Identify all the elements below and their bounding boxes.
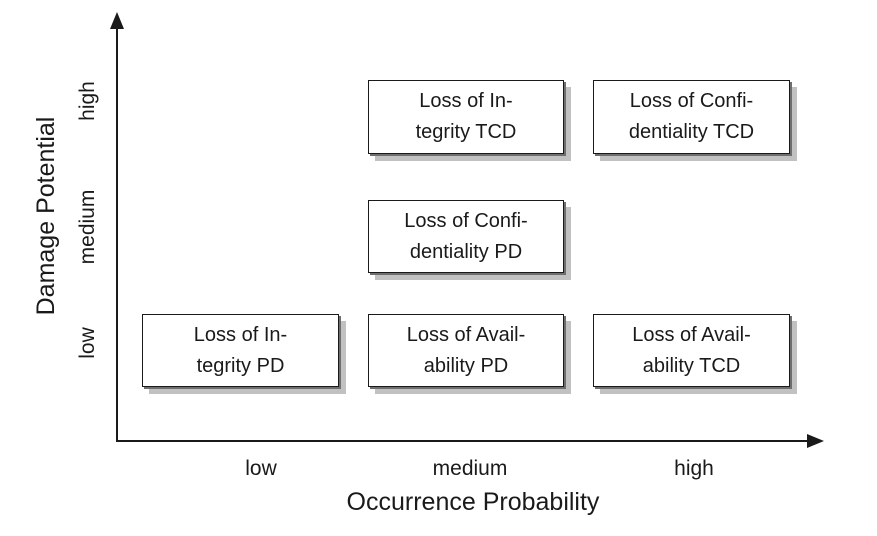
y-axis-title: Damage Potential (32, 116, 60, 316)
y-tick-low: low (76, 327, 99, 359)
node-label-line: ability TCD (642, 354, 741, 377)
node-loss-of-integrity-tcd: Loss of In- tegrity TCD (368, 80, 564, 154)
node-label-line: Loss of Avail- (632, 323, 751, 346)
node-label-line: tegrity PD (196, 354, 285, 377)
node-loss-of-availability-tcd: Loss of Avail- ability TCD (593, 314, 790, 387)
node-label-line: Loss of Avail- (406, 323, 526, 346)
y-axis-arrowhead-icon (110, 12, 124, 29)
y-tick-medium: medium (76, 189, 99, 265)
x-tick-medium: medium (432, 457, 508, 480)
x-axis-line (116, 440, 812, 442)
x-axis-title: Occurrence Probability (346, 488, 600, 516)
node-loss-of-confidentiality-tcd: Loss of Confi- dentiality TCD (593, 80, 790, 154)
x-tick-high: high (674, 457, 714, 480)
y-tick-high: high (76, 81, 99, 121)
node-label-line: tegrity TCD (415, 121, 517, 143)
node-label-line: Loss of Confi- (404, 209, 528, 232)
node-loss-of-availability-pd: Loss of Avail- ability PD (368, 314, 564, 387)
node-label-line: Loss of In- (419, 90, 513, 112)
node-loss-of-confidentiality-pd: Loss of Confi- dentiality PD (368, 200, 564, 273)
node-loss-of-integrity-pd: Loss of In- tegrity PD (142, 314, 339, 387)
node-label-line: ability PD (423, 354, 509, 377)
node-label-line: dentiality TCD (628, 121, 755, 143)
node-label-line: dentiality PD (409, 240, 523, 263)
x-axis-arrowhead-icon (807, 434, 824, 448)
node-label-line: Loss of Confi- (629, 90, 754, 112)
y-axis-line (116, 24, 118, 442)
x-tick-low: low (245, 457, 277, 480)
node-label-line: Loss of In- (193, 323, 288, 346)
